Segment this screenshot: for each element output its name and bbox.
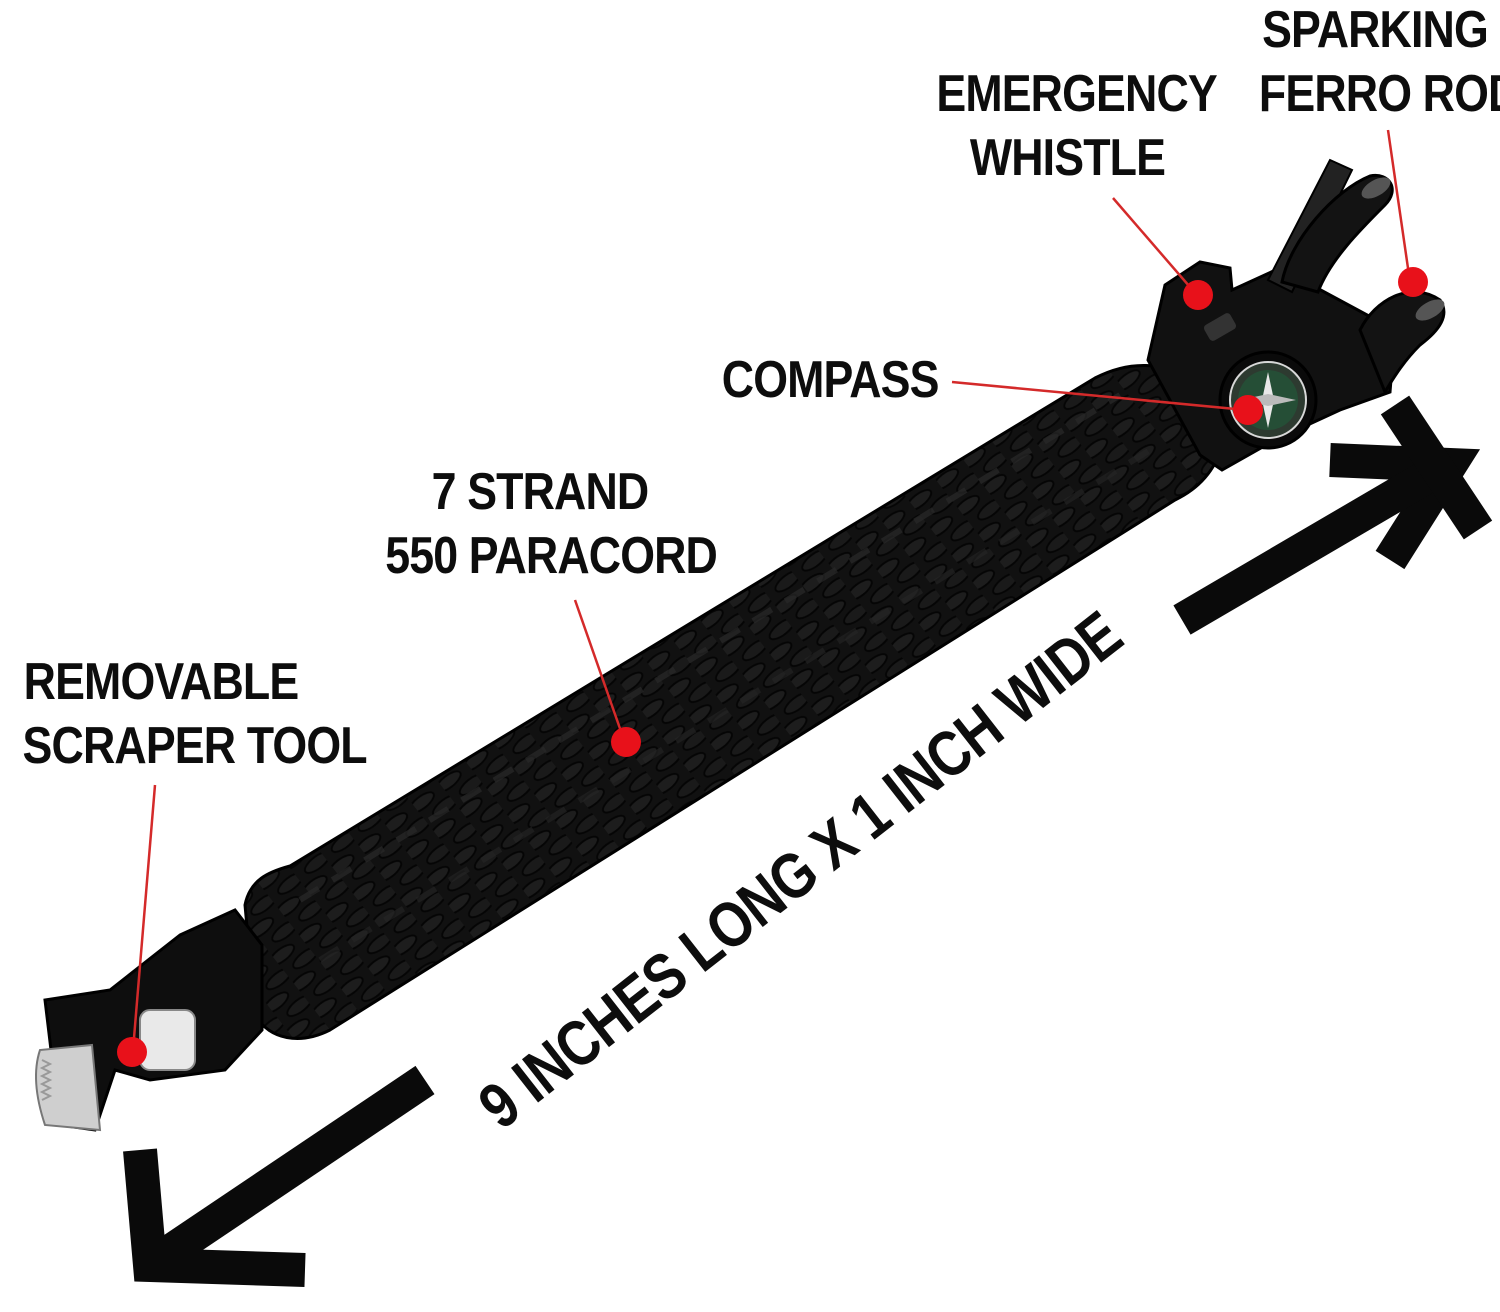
- callout-dots: [117, 267, 1428, 1067]
- scraper-label-line1: REMOVABLE: [23, 653, 300, 711]
- callout-dot: [1233, 395, 1263, 425]
- leader-paracord: [573, 599, 626, 741]
- whistle-label-line2: WHISTLE: [969, 129, 1166, 187]
- ferro-rod-label-line1: SPARKING: [1262, 1, 1489, 59]
- scraper-label-line2: SCRAPER TOOL: [22, 717, 368, 775]
- paracord-label: 7 STRAND 550 PARACORD: [385, 460, 718, 588]
- callout-dot: [1398, 267, 1428, 297]
- leader-whistle: [1112, 197, 1197, 295]
- compass-icon: [1218, 350, 1318, 450]
- whistle-label-line1: EMERGENCY: [936, 65, 1217, 123]
- bracelet: [35, 158, 1446, 1132]
- paracord-label-line1: 7 STRAND: [431, 463, 650, 521]
- ferro-rod-label: SPARKING FERRO ROD: [1258, 0, 1500, 126]
- leader-scraper: [131, 784, 157, 1051]
- left-buckle: [35, 908, 264, 1132]
- callout-dot: [611, 727, 641, 757]
- callout-dot: [117, 1037, 147, 1067]
- leader-ferro-rod: [1386, 129, 1412, 283]
- right-buckle: [1146, 158, 1446, 472]
- leader-compass: [951, 380, 1247, 412]
- callout-dot: [1183, 280, 1213, 310]
- compass-label-line1: COMPASS: [721, 351, 940, 409]
- compass-label: COMPASS: [721, 348, 940, 412]
- paracord-label-line2: 550 PARACORD: [385, 527, 718, 585]
- whistle-label: EMERGENCY WHISTLE: [936, 62, 1217, 190]
- ferro-rod-label-line2: FERRO ROD: [1258, 65, 1500, 123]
- leader-lines: [131, 129, 1412, 1051]
- double-headed-arrow: [123, 395, 1493, 1287]
- scraper-label: REMOVABLE SCRAPER TOOL: [22, 650, 368, 778]
